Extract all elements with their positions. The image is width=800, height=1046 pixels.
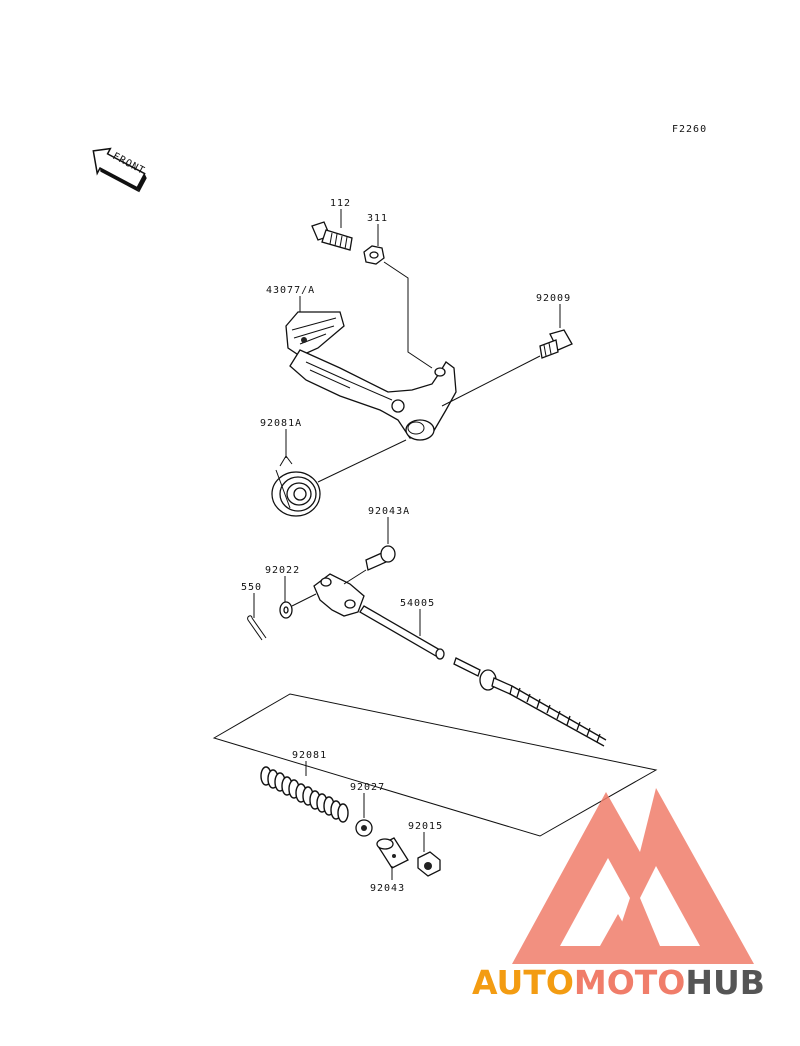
brake-rod-54005-icon [359, 605, 607, 747]
label-92081A: 92081A [260, 418, 302, 429]
collar-92027-icon [355, 819, 373, 837]
automotohub-logo-icon [512, 788, 754, 964]
label-311: 311 [367, 213, 388, 224]
watermark-hub: HUB [685, 963, 765, 1002]
cotter-pin-550-icon [247, 615, 267, 641]
assembly-group-outline [212, 693, 658, 837]
label-92015: 92015 [408, 821, 443, 832]
bolt-92009-icon [539, 329, 573, 359]
label-43077A: 43077/A [266, 285, 315, 296]
front-direction-arrow-icon [92, 147, 147, 193]
figure-code: F2260 [672, 124, 707, 135]
label-92081: 92081 [292, 750, 327, 761]
watermark-text: AUTOMOTOHUB [472, 963, 765, 1002]
clevis-pin-92043A-icon [365, 545, 396, 571]
label-92043A: 92043A [368, 506, 410, 517]
watermark-moto: MOTO [574, 963, 685, 1002]
washer-92022-icon [279, 601, 293, 619]
label-92027: 92027 [350, 782, 385, 793]
nut-311-icon [363, 245, 385, 265]
joint-92043-icon [376, 837, 409, 869]
watermark-auto: AUTO [472, 963, 574, 1002]
label-92043: 92043 [370, 883, 405, 894]
label-550: 550 [241, 582, 262, 593]
label-92009: 92009 [536, 293, 571, 304]
label-54005: 54005 [400, 598, 435, 609]
bolt-112-icon [311, 221, 353, 251]
brake-pedal-43077A-icon [285, 311, 457, 441]
nut-92015-icon [417, 851, 441, 877]
label-92022: 92022 [265, 565, 300, 576]
label-112: 112 [330, 198, 351, 209]
return-spring-92081A-icon [271, 455, 321, 517]
spring-92081-icon [260, 766, 349, 823]
clevis-fork-icon [313, 573, 365, 617]
